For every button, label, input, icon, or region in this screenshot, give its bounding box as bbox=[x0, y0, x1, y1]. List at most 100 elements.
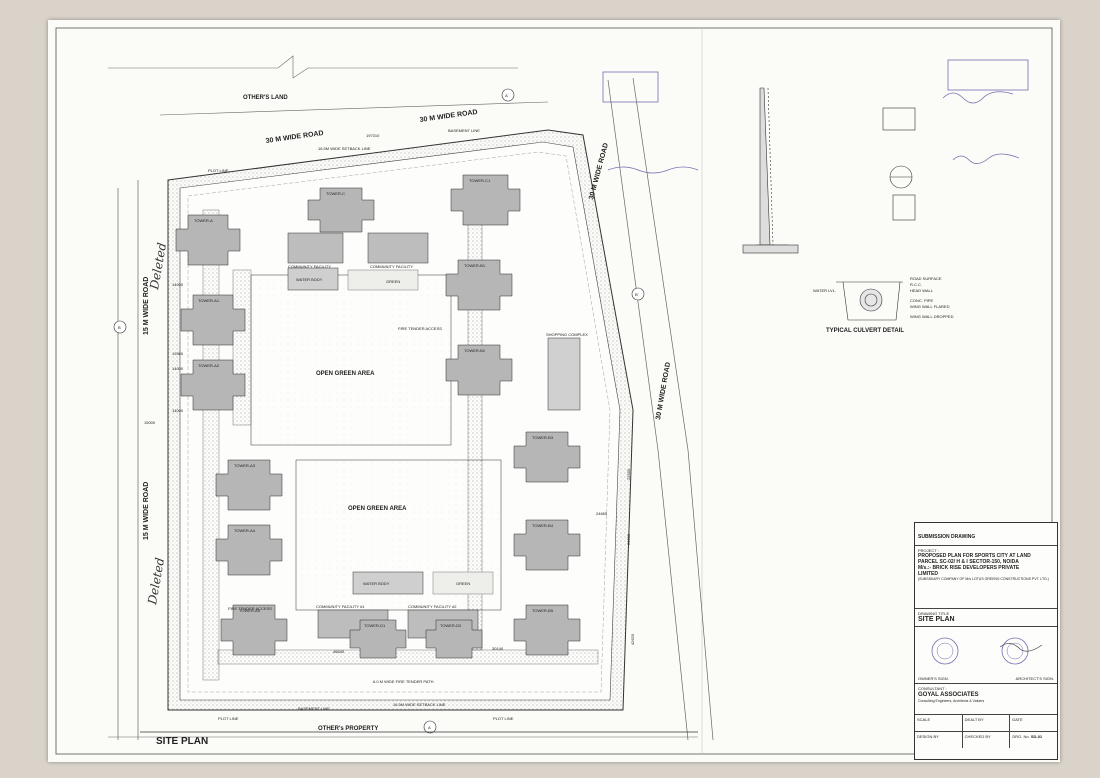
plot-line-label-bottom-2: PLOT LINE bbox=[493, 716, 514, 721]
handwritten-signature bbox=[942, 91, 1014, 104]
setback-line-label-top: 16.5M WIDE SETBACK LINE bbox=[318, 146, 371, 151]
project-label: PROJECT : bbox=[918, 548, 939, 553]
green-label-lower: GREEN bbox=[456, 581, 470, 586]
fire-tender-path-label: 6.0 M WIDE FIRE TENDER PATH bbox=[373, 679, 434, 684]
dim-south-a: 46640 bbox=[333, 649, 345, 654]
plot-line-label-top: PLOT LINE bbox=[208, 168, 229, 173]
culvert-note-1: ROAD SURFACE bbox=[910, 276, 942, 281]
culvert-note-5: WING WALL FLARED bbox=[910, 304, 950, 309]
drawing-sheet: TOWER-A TOWER-A1 TOWER-A2 TOWER-A3 TOWER… bbox=[48, 20, 1060, 762]
handwritten-deleted-lower: Deleted bbox=[145, 556, 167, 606]
manhole-detail bbox=[882, 107, 916, 221]
consultant-section: CONSULTANT : GOYAL ASSOCIATES Consulting… bbox=[915, 684, 1057, 715]
grid-marker-a: A bbox=[428, 725, 431, 730]
submission-label: SUBMISSION DRAWING bbox=[918, 534, 976, 540]
plot-line-label-bottom: PLOT LINE bbox=[218, 716, 239, 721]
dealt-by-label: DEALT BY bbox=[963, 715, 1011, 731]
dim-west-e: 14000 bbox=[172, 282, 184, 287]
culvert-note-6: WING WALL DROPPED bbox=[910, 314, 954, 319]
tower-label-west-2: TOWER-A1 bbox=[198, 298, 220, 303]
consultant-sub: Consulting Engineers, Architects & Value… bbox=[918, 699, 985, 703]
dim-east-a: 22530 bbox=[626, 468, 631, 480]
site-plan-caption: SITE PLAN bbox=[156, 736, 208, 747]
project-line-1: PROPOSED PLAN FOR SPORTS CITY AT LAND bbox=[918, 553, 1031, 559]
culvert-note-2: R.C.C. bbox=[910, 282, 922, 287]
road-label-west-lower: 15 M WIDE ROAD bbox=[143, 482, 150, 540]
tower-label-east-1: TOWER-B1 bbox=[464, 263, 486, 268]
tower-label-west-3: TOWER-A2 bbox=[198, 363, 220, 368]
dim-east-b: 24665 bbox=[596, 511, 608, 516]
dim-west-c: 14000 bbox=[172, 408, 184, 413]
road-label-north-b: 30 M WIDE ROAD bbox=[419, 109, 478, 124]
culvert-note-3: HEAD WALL bbox=[910, 288, 934, 293]
scale-row: SCALE DEALT BY DATE bbox=[915, 715, 1057, 732]
culvert-water-level: WATER LVL. bbox=[813, 288, 836, 293]
setback-line-label-bottom: 16.5M WIDE SETBACK LINE bbox=[393, 702, 446, 707]
dim-top: 197310 bbox=[366, 133, 380, 138]
tower-label-west-4: TOWER-A3 bbox=[234, 463, 256, 468]
tower-label-west-1: TOWER-A bbox=[194, 218, 213, 223]
water-body-lower bbox=[352, 571, 424, 595]
open-green-area-label-upper: OPEN GREEN AREA bbox=[316, 371, 375, 377]
signature-section: OWNER'S SIGN. ARCHITECT'S SIGN. bbox=[915, 627, 1057, 684]
green-label-upper: GREEN bbox=[386, 279, 400, 284]
basement-line-label-bottom: BASEMENT LINE bbox=[298, 706, 330, 711]
culvert-detail bbox=[836, 281, 903, 321]
project-section: PROJECT : PROPOSED PLAN FOR SPORTS CITY … bbox=[915, 546, 1057, 609]
designed-by-label: DESIGN BY bbox=[915, 732, 963, 748]
drawing-number-cell: DRG. No. SD-01 bbox=[1010, 732, 1057, 748]
checked-by-label: CHECKED BY bbox=[963, 732, 1011, 748]
community-facility-label-4: COMMUNITY FACILITY #2 bbox=[408, 604, 457, 609]
shopping-complex-block bbox=[547, 337, 581, 411]
tower-label-north-2: TOWER-C1 bbox=[469, 178, 491, 183]
architect-signature bbox=[999, 643, 1043, 652]
title-block-header: SUBMISSION DRAWING bbox=[915, 523, 1057, 546]
office-stamp bbox=[602, 71, 659, 103]
east-road-edge bbox=[607, 79, 689, 741]
project-line-5: (SUBSIDIARY COMPANY OF M/s LOTUS GREENS … bbox=[918, 577, 1049, 581]
tower-label-west-6: TOWER-A5 bbox=[239, 608, 261, 613]
water-body-upper bbox=[287, 267, 339, 291]
community-facility-label-2: COMMUNITY FACILITY bbox=[370, 264, 413, 269]
consultant-name: GOYAL ASSOCIATES bbox=[918, 692, 979, 698]
culvert-detail-title: TYPICAL CULVERT DETAIL bbox=[826, 328, 904, 334]
tower-label-east-3: TOWER-B3 bbox=[532, 435, 554, 440]
road-label-north-a: 30 M WIDE ROAD bbox=[265, 130, 324, 145]
dim-west-a: 19360 bbox=[172, 351, 184, 356]
drg-no-label: DRG. No. bbox=[1012, 734, 1030, 739]
tower-label-south-1: TOWER-D1 bbox=[364, 623, 386, 628]
consultant-label: CONSULTANT : bbox=[918, 686, 947, 691]
community-facility-label-3: COMMUNITY FACILITY #1 bbox=[316, 604, 365, 609]
dim-west-d: 15000 bbox=[144, 420, 156, 425]
community-facility-label-1: COMMUNITY FACILITY bbox=[288, 264, 331, 269]
title-block: SUBMISSION DRAWING PROJECT : PROPOSED PL… bbox=[914, 522, 1058, 760]
project-line-2: PARCEL SC-02/ H & I SECTOR-150, NOIDA bbox=[918, 559, 1019, 565]
community-facility-block bbox=[287, 232, 479, 639]
water-body-label-lower: WATER BODY bbox=[363, 581, 390, 586]
scale-label: SCALE bbox=[915, 715, 963, 731]
fire-tender-access-label-2: FIRE TENDER ACCESS bbox=[228, 606, 272, 611]
open-green-area-label-lower: OPEN GREEN AREA bbox=[348, 506, 407, 512]
tower-label-east-5: TOWER-B5 bbox=[532, 608, 554, 613]
dim-south-b: 30140 bbox=[492, 646, 504, 651]
culvert-note-4: CONC. PIPE bbox=[910, 298, 933, 303]
date-label: DATE bbox=[1012, 717, 1023, 722]
drawing-title-section: DRAWING TITLE SITE PLAN bbox=[915, 609, 1057, 627]
setback-line bbox=[187, 151, 611, 693]
dim-east-c: 21500 bbox=[626, 533, 631, 545]
dim-west-b: 14000 bbox=[172, 366, 184, 371]
owner-sign-label: OWNER'S SIGN. bbox=[918, 676, 949, 681]
architect-sign-label: ARCHITECT'S SIGN. bbox=[1015, 676, 1054, 681]
shopping-complex-label: SHOPPING COMPLEX bbox=[546, 332, 588, 337]
project-line-4: LIMITED bbox=[918, 571, 938, 577]
office-stamp bbox=[947, 59, 1029, 91]
handwritten-signature bbox=[607, 166, 699, 174]
tower-label-east-4: TOWER-B4 bbox=[532, 523, 554, 528]
drawing-number: SD-01 bbox=[1030, 734, 1043, 739]
grid-marker-b-prime: B' bbox=[635, 292, 639, 297]
north-boundary bbox=[108, 55, 518, 79]
drawing-title: SITE PLAN bbox=[918, 616, 955, 623]
design-row: DESIGN BY CHECKED BY DRG. No. SD-01 bbox=[915, 732, 1057, 748]
owner-stamp bbox=[931, 637, 959, 665]
open-green-area-upper bbox=[250, 274, 452, 446]
